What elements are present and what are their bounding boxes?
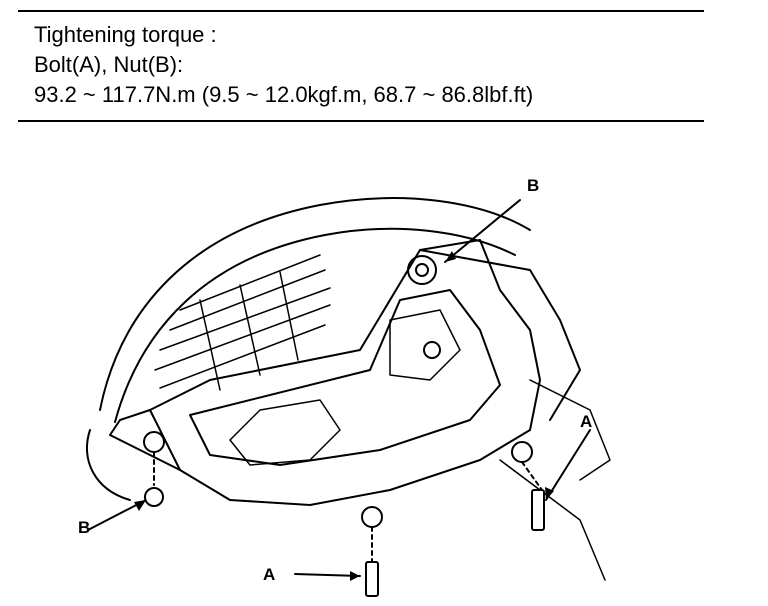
- leader-a-bottom: [294, 573, 361, 577]
- bolt-a-bottom: [365, 561, 379, 597]
- torque-spec-box: Tightening torque : Bolt(A), Nut(B): 93.…: [18, 10, 704, 122]
- dash-right: [521, 461, 543, 491]
- subframe-rear-rail: [419, 249, 581, 421]
- mount-bottom: [361, 506, 383, 528]
- spec-fasteners: Bolt(A), Nut(B):: [34, 52, 184, 77]
- subframe-inner: [189, 289, 501, 466]
- subframe-outer: [149, 239, 541, 506]
- transmission-case: [389, 309, 461, 381]
- engine-block: [229, 399, 341, 466]
- radiator-grille: [154, 254, 331, 391]
- mount-left: [143, 431, 165, 453]
- callout-a-bottom: A: [263, 565, 276, 584]
- spec-top-rule: [18, 10, 704, 12]
- spec-bottom-rule: [18, 120, 704, 122]
- arrow-b-left: [134, 500, 146, 511]
- bumper-outline: [99, 197, 531, 411]
- arrow-b-top: [445, 251, 456, 262]
- arrow-a-bottom: [350, 571, 360, 581]
- callout-a-right: A: [580, 412, 593, 431]
- subframe-illustration: [85, 197, 611, 597]
- lower-arm-right: [529, 379, 611, 481]
- spec-heading: Tightening torque :: [34, 22, 217, 47]
- callout-b-top: B: [527, 176, 540, 195]
- spec-torque-value: 93.2 ~ 117.7N.m (9.5 ~ 12.0kgf.m, 68.7 ~…: [34, 82, 534, 107]
- leader-b-top: [444, 199, 521, 263]
- mount-top-inner: [415, 263, 429, 277]
- mount-top: [407, 255, 437, 285]
- mount-right: [511, 441, 533, 463]
- bumper-inner-outline: [114, 227, 516, 423]
- callout-b-left: B: [78, 518, 91, 537]
- bumper-lower-outline: [85, 429, 131, 501]
- nut-b-left: [144, 487, 164, 507]
- driveshaft: [499, 459, 606, 581]
- arrow-a-right: [545, 487, 554, 500]
- bolt-a-right: [531, 489, 545, 531]
- mount-center: [423, 341, 441, 359]
- leader-a-right: [545, 429, 591, 501]
